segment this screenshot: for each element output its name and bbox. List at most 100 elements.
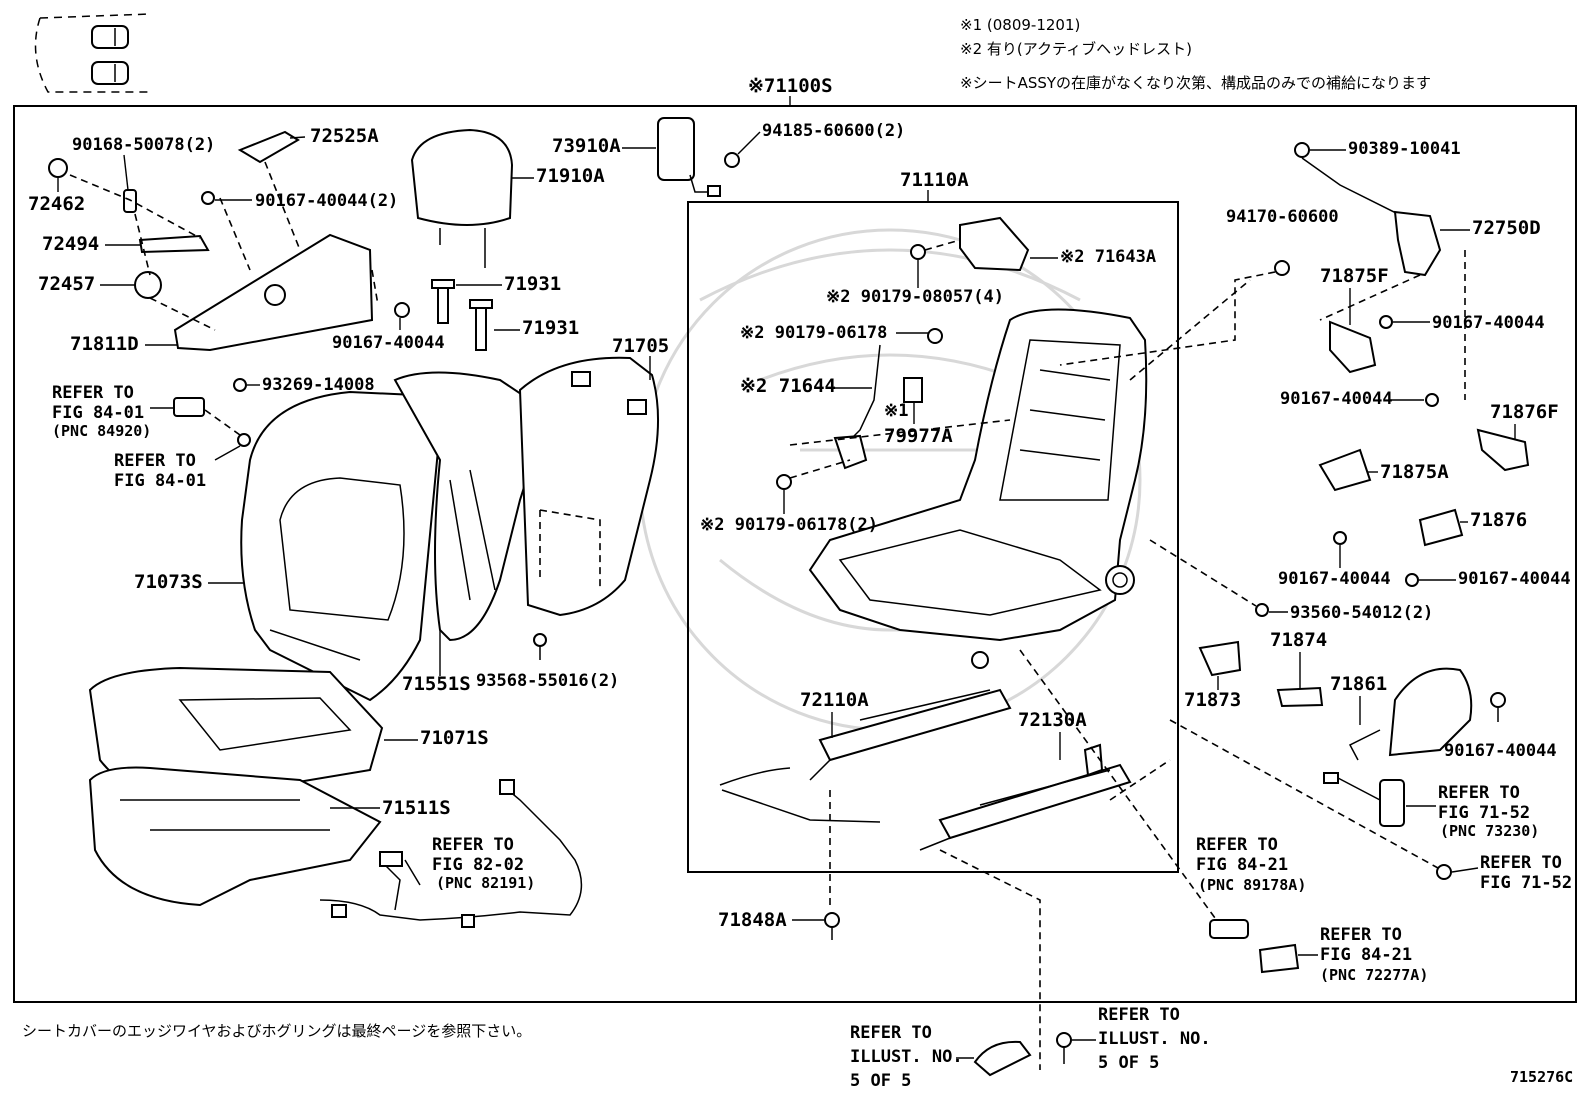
label-71876: 71876 (1470, 509, 1527, 531)
svg-text:FIG 82-02: FIG 82-02 (432, 855, 524, 875)
label-71931-b: 71931 (522, 317, 579, 339)
label-90179-06178-2: ※2 90179-06178(2) (700, 515, 878, 535)
bracket-71874 (1276, 686, 1324, 708)
refer-fig-82-02[interactable]: REFER TO FIG 82-02 (PNC 82191) (432, 835, 535, 892)
label-71551S: 71551S (402, 673, 471, 695)
svg-text:REFER TO: REFER TO (1438, 783, 1520, 803)
label-71875A: 71875A (1380, 461, 1449, 483)
vehicle-seat-position-icon (34, 13, 151, 93)
label-71848A: 71848A (718, 909, 787, 931)
svg-text:REFER TO: REFER TO (1480, 853, 1562, 873)
label-90167-40044-2: 90167-40044(2) (255, 191, 398, 211)
refer-fig-84-01[interactable]: REFER TO FIG 84-01 (114, 451, 206, 491)
cover-72277A (1258, 943, 1300, 974)
refer-illust-5-of-5-b[interactable]: REFER TO ILLUST. NO. 5 OF 5 (1098, 1005, 1211, 1073)
label-72750D: 72750D (1472, 217, 1541, 239)
main-frame-border (13, 105, 1577, 1003)
label-72130A: 72130A (1018, 709, 1087, 731)
bracket-71873 (1198, 640, 1242, 677)
svg-text:FIG 84-01: FIG 84-01 (52, 403, 144, 423)
frame-assembly-box (687, 201, 1179, 873)
label-71875F: 71875F (1320, 265, 1389, 287)
svg-text:(PNC 84920): (PNC 84920) (52, 422, 151, 440)
label-72457: 72457 (38, 273, 95, 295)
svg-text:FIG 84-21: FIG 84-21 (1320, 945, 1412, 965)
label-72525A: 72525A (310, 125, 379, 147)
label-71876F: 71876F (1490, 401, 1559, 423)
refer-illust-5-of-5-a[interactable]: REFER TO ILLUST. NO. 5 OF 5 (850, 1023, 963, 1091)
headrest-71910A (410, 128, 514, 268)
label-71100S: ※71100S (748, 75, 833, 97)
note-1: ※1 (0809-1201) (960, 16, 1080, 34)
svg-text:(PNC 89178A): (PNC 89178A) (1198, 876, 1306, 894)
label-90167-40044-e: 90167-40044 (1458, 569, 1571, 589)
side-airbag-73910A (657, 117, 740, 197)
label-72110A: 72110A (800, 689, 869, 711)
label-71861: 71861 (1330, 673, 1387, 695)
seatback-cover-71073S (240, 390, 440, 702)
refer-fig-71-52[interactable]: REFER TO FIG 71-52 (1480, 853, 1572, 893)
label-71705: 71705 (612, 335, 669, 357)
svg-text:REFER TO: REFER TO (1098, 1005, 1180, 1025)
svg-text:FIG 84-21: FIG 84-21 (1196, 855, 1288, 875)
label-94185-60600: 94185-60600(2) (762, 121, 905, 141)
svg-text:ILLUST. NO.: ILLUST. NO. (1098, 1029, 1211, 1049)
svg-text:FIG 84-01: FIG 84-01 (114, 471, 206, 491)
svg-text:REFER TO: REFER TO (114, 451, 196, 471)
label-90389-10041: 90389-10041 (1348, 139, 1461, 159)
svg-text:REFER TO: REFER TO (432, 835, 514, 855)
label-71073S: 71073S (134, 571, 203, 593)
label-93568-55016: 93568-55016(2) (476, 671, 619, 691)
headrest-lock-72750D (1301, 157, 1442, 277)
seat-frame-71110A (808, 308, 1148, 669)
seatback-board-71705 (518, 356, 660, 617)
svg-text:REFER TO: REFER TO (52, 383, 134, 403)
label-90179-08057: ※2 90179-08057(4) (826, 287, 1004, 307)
label-94170-60600: 94170-60600 (1226, 207, 1339, 227)
label-90167-40044-d: 90167-40044 (1278, 569, 1391, 589)
svg-text:FIG 71-52: FIG 71-52 (1480, 873, 1572, 893)
label-72494: 72494 (42, 233, 99, 255)
seat-belt-buckle (1323, 772, 1405, 827)
label-71910A: 71910A (536, 165, 605, 187)
headrest-cable-71644 (833, 344, 923, 470)
svg-text:5 OF 5: 5 OF 5 (1098, 1053, 1159, 1073)
label-90167-40044-f: 90167-40044 (1444, 741, 1557, 761)
label-79977A-mark: ※1 (884, 401, 908, 421)
refer-fig-84-21-pnc-89178A[interactable]: REFER TO FIG 84-21 (PNC 89178A) (1196, 835, 1306, 894)
label-90167-40044-a: 90167-40044 (332, 333, 445, 353)
seat-wire-harness (319, 779, 583, 928)
drawing-number: 715276C (1510, 1068, 1573, 1086)
refer-fig-84-01-pnc-84920[interactable]: REFER TO FIG 84-01 (PNC 84920) (52, 383, 151, 440)
shield-71861 (1348, 667, 1473, 761)
active-headrest-bracket-71643A (910, 216, 1030, 272)
note-3: ※シートASSYの在庫がなくなり次第、構成品のみでの補給になります (960, 74, 1431, 92)
label-90179-06178: ※2 90179-06178 (740, 323, 887, 343)
label-72462: 72462 (28, 193, 85, 215)
label-90167-40044-b: 90167-40044 (1432, 313, 1545, 333)
svg-text:(PNC 82191): (PNC 82191) (436, 874, 535, 892)
svg-text:(PNC 72277A): (PNC 72277A) (1320, 966, 1428, 984)
refer-fig-71-52-pnc-73230[interactable]: REFER TO FIG 71-52 (PNC 73230) (1438, 783, 1539, 840)
label-93560-54012: 93560-54012(2) (1290, 603, 1433, 623)
label-93269-14008: 93269-14008 (262, 375, 375, 395)
label-71511S: 71511S (382, 797, 451, 819)
cover-71876 (1418, 508, 1464, 547)
label-71110A: 71110A (900, 169, 969, 191)
side-trim-group (48, 130, 410, 352)
svg-text:(PNC 73230): (PNC 73230) (1440, 822, 1539, 840)
label-71873: 71873 (1184, 689, 1241, 711)
note-2: ※2 有り(アクティブヘッドレスト) (960, 40, 1192, 58)
svg-text:5 OF 5: 5 OF 5 (850, 1071, 911, 1091)
seat-rail-72110A (719, 688, 1012, 823)
svg-text:ILLUST. NO.: ILLUST. NO. (850, 1047, 963, 1067)
refer-fig-84-21-pnc-72277A[interactable]: REFER TO FIG 84-21 (PNC 72277A) (1320, 925, 1428, 984)
label-71644: ※2 71644 (740, 375, 836, 397)
svg-text:REFER TO: REFER TO (1196, 835, 1278, 855)
label-73910A: 73910A (552, 135, 621, 157)
svg-text:REFER TO: REFER TO (850, 1023, 932, 1043)
label-71643A: ※2 71643A (1060, 247, 1156, 267)
label-90168-50078: 90168-50078(2) (72, 135, 215, 155)
svg-text:FIG 71-52: FIG 71-52 (1438, 803, 1530, 823)
